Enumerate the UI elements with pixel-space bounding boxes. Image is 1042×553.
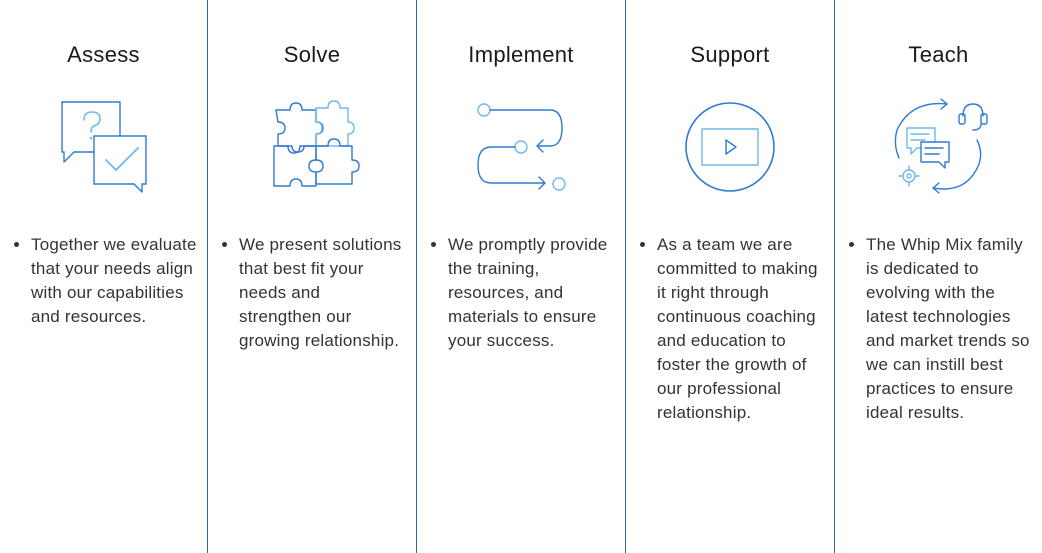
description-list: We present solutions that best fit your … <box>208 233 416 353</box>
description-item: We promptly provide the training, resour… <box>448 233 615 353</box>
description-item: Together we evaluate that your needs ali… <box>31 233 197 329</box>
description-item: The Whip Mix family is dedicated to evol… <box>866 233 1032 425</box>
description-list: We promptly provide the training, resour… <box>417 233 625 353</box>
video-play-circle-icon <box>680 96 780 196</box>
column-title: Implement <box>468 42 574 67</box>
column-assess: Assess Together we evaluate that your ne… <box>0 0 207 553</box>
column-title: Support <box>690 42 770 67</box>
column-implement: Implement We promptly provide the traini… <box>416 0 625 553</box>
column-title: Solve <box>283 42 341 67</box>
description-item: We present solutions that best fit your … <box>239 233 406 353</box>
column-title: Assess <box>67 42 140 67</box>
puzzle-pieces-icon <box>262 96 362 196</box>
chat-headset-cycle-icon <box>889 96 989 196</box>
process-path-icon <box>471 96 571 196</box>
column-support: Support As a team we are committed to ma… <box>625 0 834 553</box>
question-check-chat-icon <box>54 96 154 196</box>
column-teach: Teach The Whip Mix family is d <box>834 0 1042 553</box>
column-solve: Solve We present solutions that best fit… <box>207 0 416 553</box>
description-list: Together we evaluate that your needs ali… <box>0 233 207 329</box>
description-list: The Whip Mix family is dedicated to evol… <box>835 233 1042 425</box>
description-item: As a team we are committed to making it … <box>657 233 824 425</box>
description-list: As a team we are committed to making it … <box>626 233 834 425</box>
column-title: Teach <box>908 42 969 67</box>
